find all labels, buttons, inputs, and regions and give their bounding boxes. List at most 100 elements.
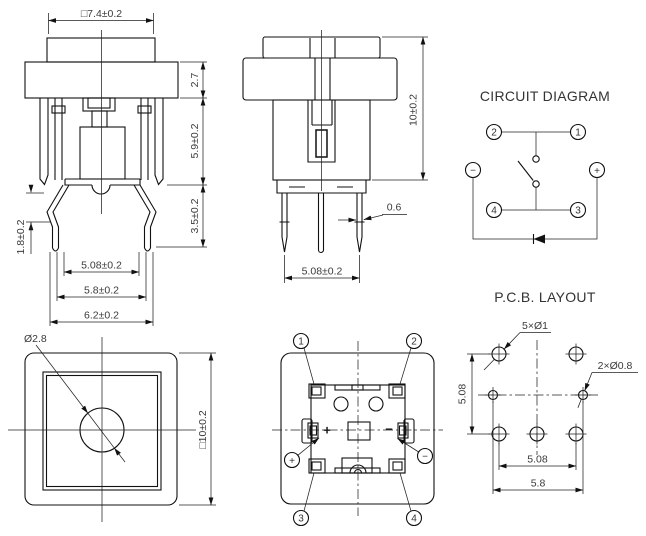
bottom-centerlines [272, 341, 443, 516]
side-pin-center [317, 193, 325, 254]
front-dimensions: □7.4±0.2 2.7 5.9±0.2 3.5±0.2 1.8±0.2 5.0… [15, 8, 207, 326]
bottom-view-outline [280, 352, 435, 505]
callout-minus-label: − [422, 452, 428, 463]
callout-3-circle [292, 509, 310, 527]
front-dim-tip-span: 5.8±0.2 [84, 285, 119, 297]
front-base [64, 178, 141, 195]
bottom-view: + − 1 2 3 4 + − [272, 332, 443, 527]
front-dim-overall-width: 6.2±0.2 [84, 310, 119, 322]
bottom-hole-left [333, 396, 349, 412]
top-dim-hole-dia: Ø2.8 [24, 333, 47, 345]
circuit-diagram-title: CIRCUIT DIAGRAM [480, 88, 610, 104]
side-pin-right [354, 193, 365, 253]
switch-contact-top [532, 155, 540, 163]
front-stem-neck [91, 110, 108, 128]
front-plunger [46, 37, 156, 63]
pcb-dim-vertical-pitch: 5.08 [457, 384, 469, 405]
switch-contact-bottom [532, 180, 540, 188]
pcb-dimensions: 5×Ø1 2×Ø0.8 5.08 5.08 5.8 [457, 320, 638, 494]
pcb-dim-horizontal-span: 5.8 [531, 478, 546, 490]
front-dim-leg-length: 3.5±0.2 [189, 198, 201, 233]
callout-1-circle [292, 332, 310, 350]
callout-plus-circle [283, 451, 301, 469]
front-bent-leg-left [46, 184, 70, 252]
bottom-plus-mark: + [323, 423, 331, 438]
pcb-callout-large-holes: 5×Ø1 [522, 320, 548, 332]
top-dim-overall: □10±0.2 [197, 410, 209, 449]
bottom-terminal-4 [388, 458, 406, 474]
front-bent-leg-right [133, 184, 157, 252]
front-stem-inner [87, 97, 111, 109]
switch-lever [517, 160, 534, 181]
side-cap [242, 57, 398, 101]
bottom-plus-tab [301, 418, 313, 444]
side-view: 10±0.2 0.6 5.08±0.2 [242, 30, 428, 283]
front-dim-cap-height: 2.7 [189, 73, 201, 88]
terminal-1-circle [569, 123, 587, 141]
top-centerlines [8, 337, 196, 522]
pcb-callout-small-holes: 2×Ø0.8 [598, 360, 633, 372]
front-dim-pin-pitch: 5.08±0.2 [81, 260, 122, 272]
bottom-minus-tab [403, 418, 415, 444]
top-dimensions: Ø2.8 □10±0.2 [24, 333, 216, 506]
callout-2-label: 2 [411, 337, 417, 348]
callout-minus-circle [416, 447, 434, 465]
minus-terminal-circle [464, 161, 482, 179]
front-housing-walls [39, 98, 164, 186]
circuit-diagram: CIRCUIT DIAGRAM 2 1 − + 4 3 [464, 88, 610, 244]
pcb-layout: P.C.B. LAYOUT 5×Ø1 2×Ø0.8 [457, 289, 638, 494]
terminal-4-circle [485, 201, 503, 219]
front-inner-strips [54, 98, 149, 180]
side-view-outline [242, 36, 398, 254]
callout-3-label: 3 [298, 514, 304, 525]
callout-4-label: 4 [411, 514, 417, 525]
terminal-3-circle [569, 201, 587, 219]
top-view: Ø2.8 □10±0.2 [8, 333, 216, 522]
side-dimensions: 10±0.2 0.6 5.08±0.2 [284, 36, 428, 283]
callout-2-circle [405, 332, 423, 350]
bottom-minus-mark: − [385, 422, 393, 437]
front-dim-cap-width: □7.4±0.2 [81, 8, 122, 20]
bottom-callouts: 1 2 3 4 + − [283, 332, 434, 527]
callout-plus-label: + [289, 456, 295, 467]
bottom-outer-square [280, 352, 435, 505]
minus-terminal-label: − [470, 166, 476, 177]
plus-terminal-label: + [594, 166, 600, 177]
pcb-holes [485, 343, 591, 445]
side-dim-overall-height: 10±0.2 [408, 94, 420, 126]
side-base [276, 180, 367, 194]
diode-icon [533, 234, 545, 244]
front-strip-block-right [137, 105, 152, 114]
bottom-terminal-1 [308, 383, 326, 399]
side-pin-left [279, 193, 290, 253]
pcb-layout-title: P.C.B. LAYOUT [494, 289, 596, 305]
circuit-wires [472, 131, 598, 240]
callout-1-label: 1 [298, 337, 304, 348]
plus-terminal-circle [588, 161, 606, 179]
side-shaft-upper [309, 38, 336, 100]
front-strip-block-left [51, 105, 66, 114]
bottom-hole-right [368, 396, 384, 412]
side-dim-pin-pitch: 5.08±0.2 [302, 266, 343, 278]
terminal-2-label: 2 [491, 128, 497, 139]
callout-4-circle [405, 509, 423, 527]
terminal-3-label: 3 [575, 206, 581, 217]
terminal-1-label: 1 [575, 128, 581, 139]
bottom-center-post [347, 421, 371, 441]
circuit-terminals: 2 1 − + 4 3 [464, 123, 606, 219]
top-view-outline [24, 352, 178, 506]
front-dim-bend-height: 1.8±0.2 [15, 219, 27, 254]
bottom-terminal-3 [308, 458, 326, 474]
bottom-dome-box [341, 457, 373, 474]
pcb-centerlines [478, 340, 598, 455]
top-outer-square [24, 352, 178, 506]
front-dim-body-height: 5.9±0.2 [189, 123, 201, 158]
front-view: □7.4±0.2 2.7 5.9±0.2 3.5±0.2 1.8±0.2 5.0… [15, 8, 207, 326]
front-core-block [79, 126, 126, 180]
terminal-2-circle [485, 123, 503, 141]
side-dim-pin-width: 0.6 [387, 202, 402, 214]
pcb-dim-horizontal-pitch: 5.08 [527, 454, 548, 466]
bottom-terminal-2 [388, 383, 406, 399]
